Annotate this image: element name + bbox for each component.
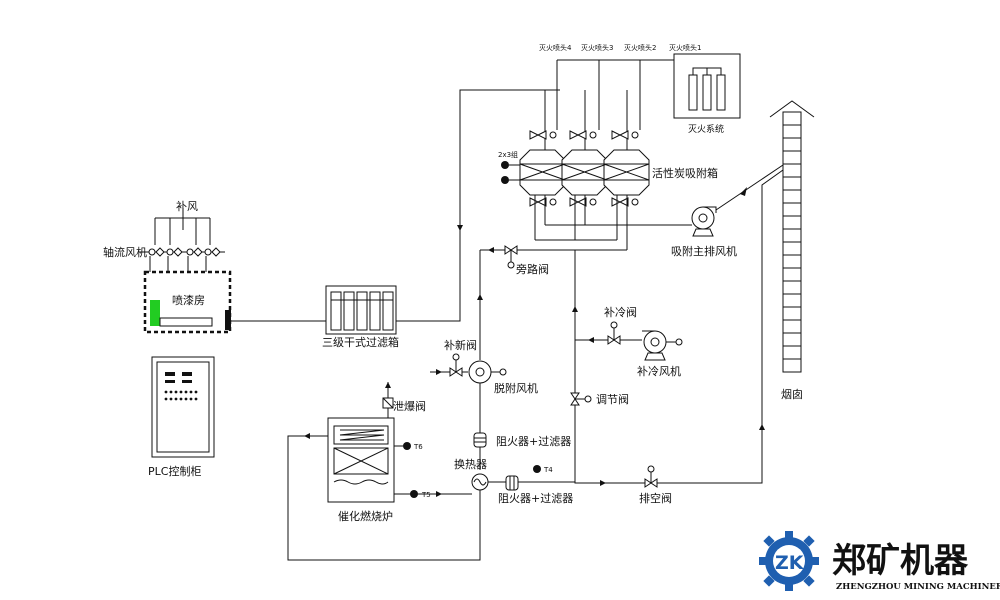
fire-extinguisher-labels: 灭火喷头4 灭火喷头3 灭火喷头2 灭火喷头1 <box>539 43 701 52</box>
cooling-air-branch: 补冷阀 <box>575 305 642 345</box>
axial-fan-2 <box>166 247 183 257</box>
fresh-air-valve-label: 补新阀 <box>444 338 477 352</box>
cooling-fan-label: 补冷风机 <box>637 364 681 378</box>
regulating-valve: 调节阀 <box>570 392 629 406</box>
relief-valve: 泄爆阀 <box>382 382 426 413</box>
vent-valve-label: 排空阀 <box>639 491 672 505</box>
temp-tag-t6: T6 <box>413 443 423 451</box>
bypass-valve-label: 旁路阀 <box>516 262 549 276</box>
chimney: 烟囱 <box>769 100 815 401</box>
plc-cabinet: PLC控制柜 <box>148 356 215 478</box>
cooling-valve-label: 补冷阀 <box>604 305 637 319</box>
flame-arrester-2: 阻火器+过滤器 <box>498 475 573 505</box>
supplement-air-manifold <box>140 208 225 253</box>
fire-system-label: 灭火系统 <box>688 123 724 135</box>
heat-exchanger: 换热器 <box>454 457 489 491</box>
axial-fan-3 <box>186 247 203 257</box>
three-stage-filter: 三级干式过滤箱 <box>322 285 399 349</box>
logo-english-name: ZHENGZHOU MINING MACHINERY <box>836 582 1000 592</box>
flame-arrester-filter-2-label: 阻火器+过滤器 <box>498 492 573 505</box>
top-valves <box>529 130 639 140</box>
extinguisher-4-label: 灭火喷头4 <box>539 43 572 52</box>
vent-valve: 排空阀 <box>639 465 672 505</box>
catalytic-burner-label: 催化燃烧炉 <box>338 509 393 523</box>
sensor-tag-label: 2x3组 <box>498 150 518 159</box>
gear-logo-icon: ZK <box>759 531 819 591</box>
activated-carbon-adsorption-box: 活性炭吸附箱 <box>519 149 718 196</box>
regulating-valve-label: 调节阀 <box>596 392 629 406</box>
extinguisher-3-label: 灭火喷头3 <box>581 43 613 52</box>
adsorption-box-label: 活性炭吸附箱 <box>652 166 718 180</box>
flame-arrester-1: 阻火器+过滤器 <box>473 432 571 448</box>
relief-valve-label: 泄爆阀 <box>393 399 426 413</box>
operator-figure <box>150 300 160 326</box>
fresh-air-valve: 补新阀 <box>430 338 477 377</box>
desorption-fan-label: 脱附风机 <box>494 381 538 395</box>
axial-fan-1 <box>148 247 165 257</box>
temp-sensor-t6: T6 <box>394 442 423 451</box>
fire-system: 灭火系统 <box>673 53 741 135</box>
axial-fan-label: 轴流风机 <box>103 245 147 259</box>
extinguisher-2-label: 灭火喷头2 <box>624 43 656 52</box>
spray-booth: 喷漆房 <box>143 270 232 334</box>
main-exhaust-fan-label: 吸附主排风机 <box>671 244 737 258</box>
company-logo: ZK 郑矿机器 ZHENGZHOU MINING MACHINERY <box>759 531 1000 592</box>
bottom-valves <box>529 197 639 207</box>
main-exhaust-fan: 吸附主排风机 <box>671 206 737 258</box>
logo-mark: ZK <box>775 552 805 574</box>
axial-fan-4 <box>204 247 221 257</box>
spray-booth-label: 喷漆房 <box>172 294 205 307</box>
temp-tag-t4: T4 <box>543 466 553 474</box>
catalytic-burner: 催化燃烧炉 <box>327 417 395 523</box>
temp-tag-t5: T5 <box>421 491 431 499</box>
bypass-valve: 旁路阀 <box>504 245 549 276</box>
adsorption-sensors: 2x3组 <box>498 150 520 184</box>
temp-sensor-t4: T4 <box>533 465 553 474</box>
heat-exchanger-label: 换热器 <box>454 457 487 471</box>
flame-arrester-filter-1-label: 阻火器+过滤器 <box>496 435 571 448</box>
desorption-fan: 脱附风机 <box>468 360 538 395</box>
logo-chinese-name: 郑矿机器 <box>832 541 969 581</box>
supplement-air-label: 补风 <box>176 200 198 213</box>
three-stage-filter-label: 三级干式过滤箱 <box>322 335 399 349</box>
plc-cabinet-label: PLC控制柜 <box>148 464 201 478</box>
extinguisher-1-label: 灭火喷头1 <box>669 43 701 52</box>
chimney-label: 烟囱 <box>781 387 803 401</box>
cooling-fan: 补冷风机 <box>637 330 683 378</box>
